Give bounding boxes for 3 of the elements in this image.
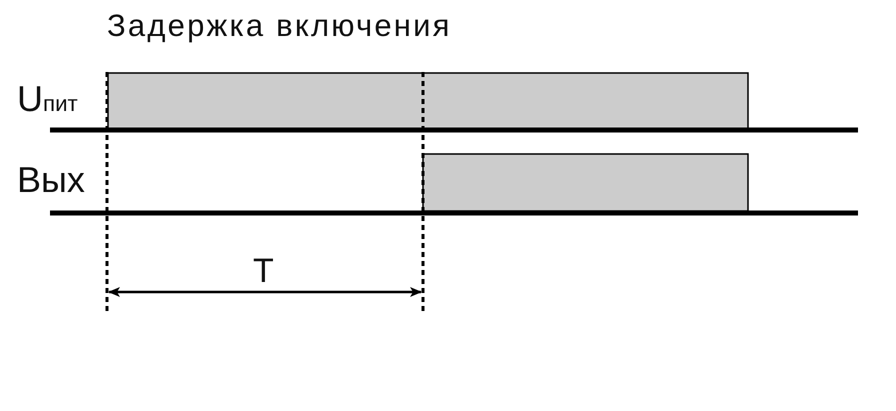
signal-label: Вых (17, 162, 85, 198)
dimension-label: T (253, 254, 274, 288)
title: Задержка включения (107, 10, 452, 41)
